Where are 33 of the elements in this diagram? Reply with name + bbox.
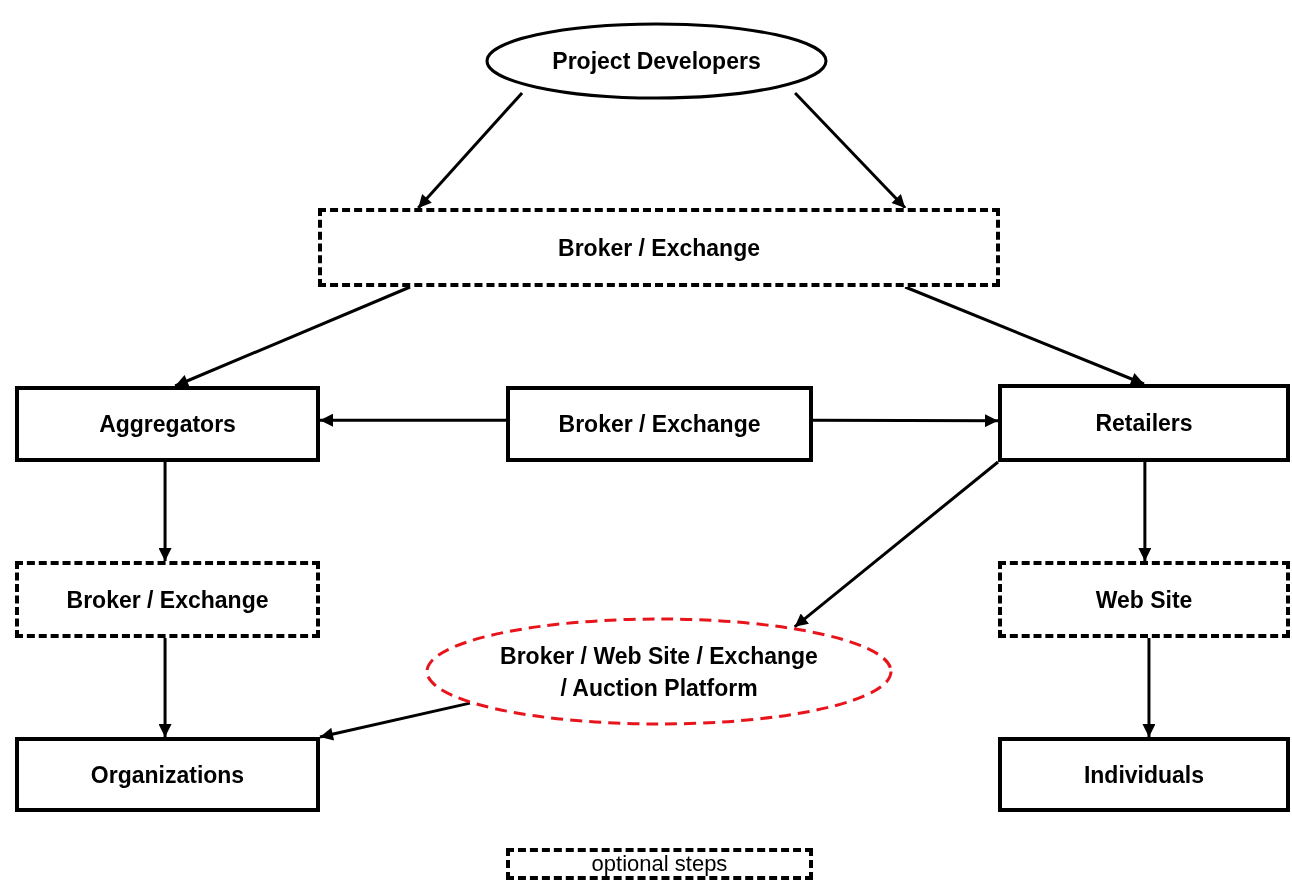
process-box [15, 386, 320, 462]
arrow [158, 462, 172, 561]
node-label: Broker / Exchange [558, 233, 760, 263]
optional-step-box [998, 561, 1290, 638]
optional-step-box [318, 208, 1000, 287]
node-label: Broker / Exchange [558, 410, 761, 439]
arrow [319, 701, 471, 741]
legend-text: optional steps [591, 853, 728, 875]
process-box [506, 386, 813, 462]
node-label: Broker / Web Site / Exchange / Auction Platform [499, 641, 819, 703]
process-box [998, 737, 1290, 812]
node-label: Web Site [1095, 585, 1193, 615]
node-label: Retailers [1095, 409, 1193, 438]
node-label: Broker / Exchange [66, 585, 269, 615]
arrow [417, 91, 524, 209]
optional-step-box [15, 561, 320, 638]
process-box [15, 737, 320, 812]
arrow [904, 285, 1145, 386]
node-label: Organizations [90, 760, 245, 790]
process-box [998, 384, 1290, 462]
arrow [1142, 638, 1156, 737]
node-label: Individuals [1083, 760, 1205, 790]
node-label: Project Developers [552, 47, 761, 76]
arrow [793, 460, 999, 628]
arrow [320, 413, 506, 427]
arrow [813, 414, 998, 428]
ellipse-node [485, 22, 828, 100]
ellipse-node [425, 617, 893, 726]
arrow [1138, 462, 1152, 561]
arrow [174, 285, 411, 388]
arrow [158, 638, 172, 737]
node-label: Aggregators [99, 410, 236, 439]
arrow [794, 91, 907, 210]
